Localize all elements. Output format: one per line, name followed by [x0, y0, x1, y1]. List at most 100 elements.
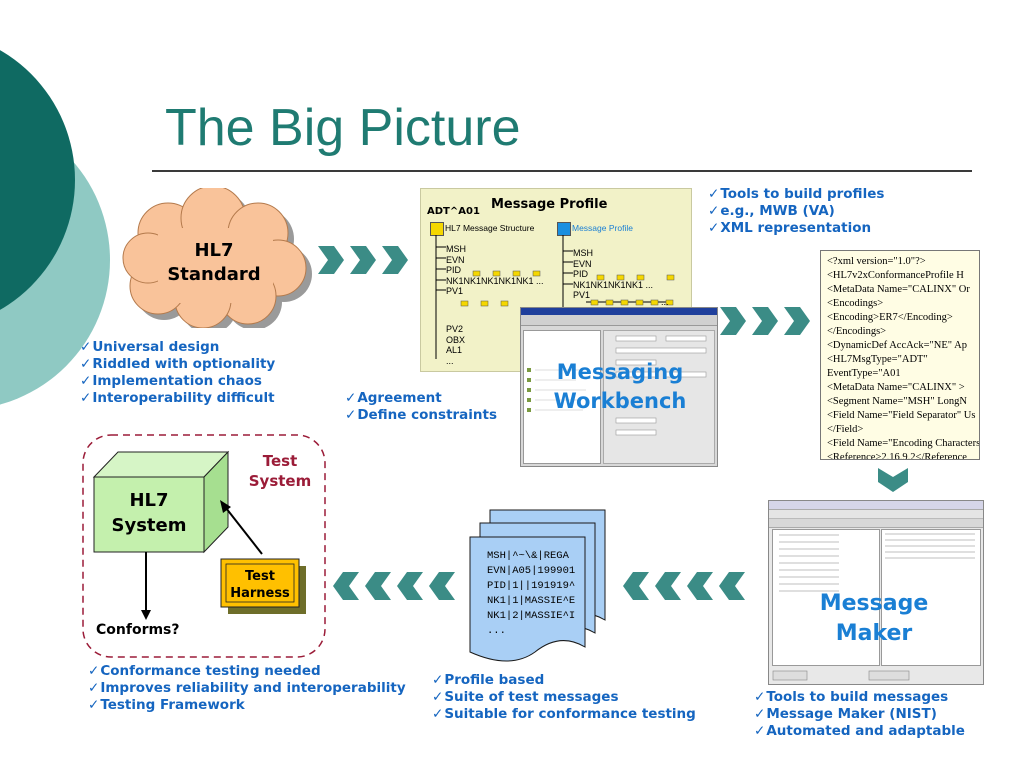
profile-title: Message Profile [491, 197, 608, 212]
segment-label: PV1 [446, 286, 464, 296]
segment-label: PV2 [446, 324, 464, 334]
slide-title: The Big Picture [165, 99, 521, 157]
decorative-circles [0, 50, 110, 405]
segment-label: MSH [573, 248, 593, 258]
hl7-standard-line2: Standard [167, 264, 260, 285]
message-maker-line2: Maker [835, 621, 913, 646]
xml-line: <Encoding>ER7</Encoding> [827, 312, 953, 323]
window-tabs [769, 519, 983, 528]
right-header: Message Profile [572, 223, 633, 233]
xml-line: </Encodings> [827, 326, 887, 337]
bullet-item: Tools to build profiles [708, 186, 884, 203]
test-harness-line2: Harness [230, 586, 290, 601]
messaging-workbench-screenshot: Messaging Workbench [520, 307, 718, 467]
xml-line: <HL7MsgType="ADT" [827, 354, 928, 365]
conforms-label: Conforms? [96, 622, 180, 638]
message-maker-line1: Message [819, 591, 929, 616]
left-lower-segments: PV2 OBX AL1 ... [446, 324, 465, 366]
segment-label: NK1NK1NK1NK1NK1 ... [446, 275, 544, 286]
xml-line: <Field Name="Encoding Characters" [827, 438, 980, 449]
bullet-item: Message Maker (NIST) [754, 706, 965, 723]
messages-bullets: Profile based Suite of test messages Sui… [432, 672, 696, 723]
profile-icon [557, 222, 571, 236]
message-maker-screenshot: Message Maker [768, 500, 984, 685]
chevron-arrows-3 [623, 572, 745, 600]
bullet-item: Define constraints [345, 407, 497, 424]
maker-bullets: Tools to build messages Message Maker (N… [754, 689, 965, 740]
hl7-system-line2: System [111, 515, 187, 536]
segment-label: OBX [446, 334, 466, 345]
xml-line: <Segment Name="MSH" LongN [827, 396, 967, 407]
profile-tree [435, 235, 675, 359]
test-bullets: Conformance testing needed Improves reli… [88, 663, 406, 714]
xml-line: EventType="A01 [827, 368, 901, 379]
right-segments: MSH EVN PID NK1NK1NK1NK1 ... PV1 [573, 248, 653, 301]
xml-profile-box: <?xml version="1.0"?> <HL7v2xConformance… [820, 250, 980, 460]
bullet-item: Profile based [432, 672, 696, 689]
bullet-item: Riddled with optionality [80, 356, 275, 373]
test-system-diagram [82, 434, 326, 658]
bullet-item: Suite of test messages [432, 689, 696, 706]
chevron-arrow-down [878, 468, 908, 492]
right-lower-segments: ... [661, 297, 669, 307]
test-harness-line1: Test [245, 569, 275, 584]
segment-label: PID [446, 265, 462, 275]
message-line: PID|1||191919^ [487, 580, 576, 592]
segment-label: MSH [446, 244, 466, 254]
structure-icon [430, 222, 444, 236]
window-toolbar [521, 315, 717, 326]
bullet-item: Universal design [80, 339, 275, 356]
message-maker-label: Message Maker [799, 589, 949, 649]
message-line: NK1|1|MASSIE^E [487, 595, 576, 607]
segment-label: AL1 [446, 345, 463, 355]
workbench-line1: Messaging [556, 360, 684, 384]
bullet-item: XML representation [708, 220, 884, 237]
xml-line: </Field> [827, 424, 864, 435]
file-list-pane [772, 529, 880, 666]
bullet-item: Interoperability difficult [80, 390, 275, 407]
xml-line: <Field Name="Field Separator" Us [827, 410, 976, 421]
bullet-item: Conformance testing needed [88, 663, 406, 680]
bullet-item: Suitable for conformance testing [432, 706, 696, 723]
message-line: MSH|^~\&|REGA [487, 550, 569, 562]
hl7-standard-line1: HL7 [194, 240, 233, 261]
xml-line: <HL7v2xConformanceProfile H [827, 270, 964, 281]
message-line: ... [487, 625, 506, 637]
bullet-item: Agreement [345, 390, 497, 407]
message-line: EVN|A05|199901 [487, 565, 576, 577]
test-system-line1: Test [262, 452, 298, 470]
hl7-system-line1: HL7 [129, 490, 169, 511]
bullet-item: Tools to build messages [754, 689, 965, 706]
workbench-label: Messaging Workbench [535, 358, 705, 416]
profile-bullets: Tools to build profiles e.g., MWB (VA) X… [708, 186, 884, 237]
test-system-line2: System [248, 472, 312, 490]
workbench-line2: Workbench [553, 389, 687, 413]
segment-label: NK1NK1NK1NK1 ... [573, 279, 654, 290]
xml-line: <Encodings> [827, 298, 884, 309]
message-documents [469, 509, 606, 662]
segment-label: PV1 [573, 290, 591, 300]
xml-line: <DynamicDef AccAck="NE" Ap [827, 340, 967, 351]
test-harness-label: Test Harness [221, 568, 299, 602]
tree-pane [523, 330, 601, 464]
title-divider [152, 170, 972, 172]
xml-line: <MetaData Name="CALINX" > [827, 382, 965, 393]
message-text: MSH|^~\&|REGA EVN|A05|199901 PID|1||1919… [487, 549, 575, 639]
window-titlebar [769, 501, 983, 510]
left-segments: MSH EVN PID NK1NK1NK1NK1NK1 ... PV1 [446, 244, 544, 297]
bullet-item: Testing Framework [88, 697, 406, 714]
xml-line: <MetaData Name="CALINX" Or [827, 284, 970, 295]
chevron-arrows-1 [318, 246, 408, 274]
xml-line: <?xml version="1.0"?> [827, 256, 926, 267]
left-header: HL7 Message Structure [445, 223, 535, 233]
segment-label: PID [573, 269, 589, 279]
test-system-label: Test System [240, 451, 320, 491]
segment-label: ... [446, 355, 454, 366]
bullet-item: Implementation chaos [80, 373, 275, 390]
bullet-item: Automated and adaptable [754, 723, 965, 740]
window-menubar [769, 510, 983, 519]
message-line: NK1|2|MASSIE^I [487, 610, 576, 622]
window-titlebar [521, 308, 717, 315]
hl7-system-label: HL7 System [94, 488, 204, 538]
segment-label: EVN [446, 254, 465, 265]
